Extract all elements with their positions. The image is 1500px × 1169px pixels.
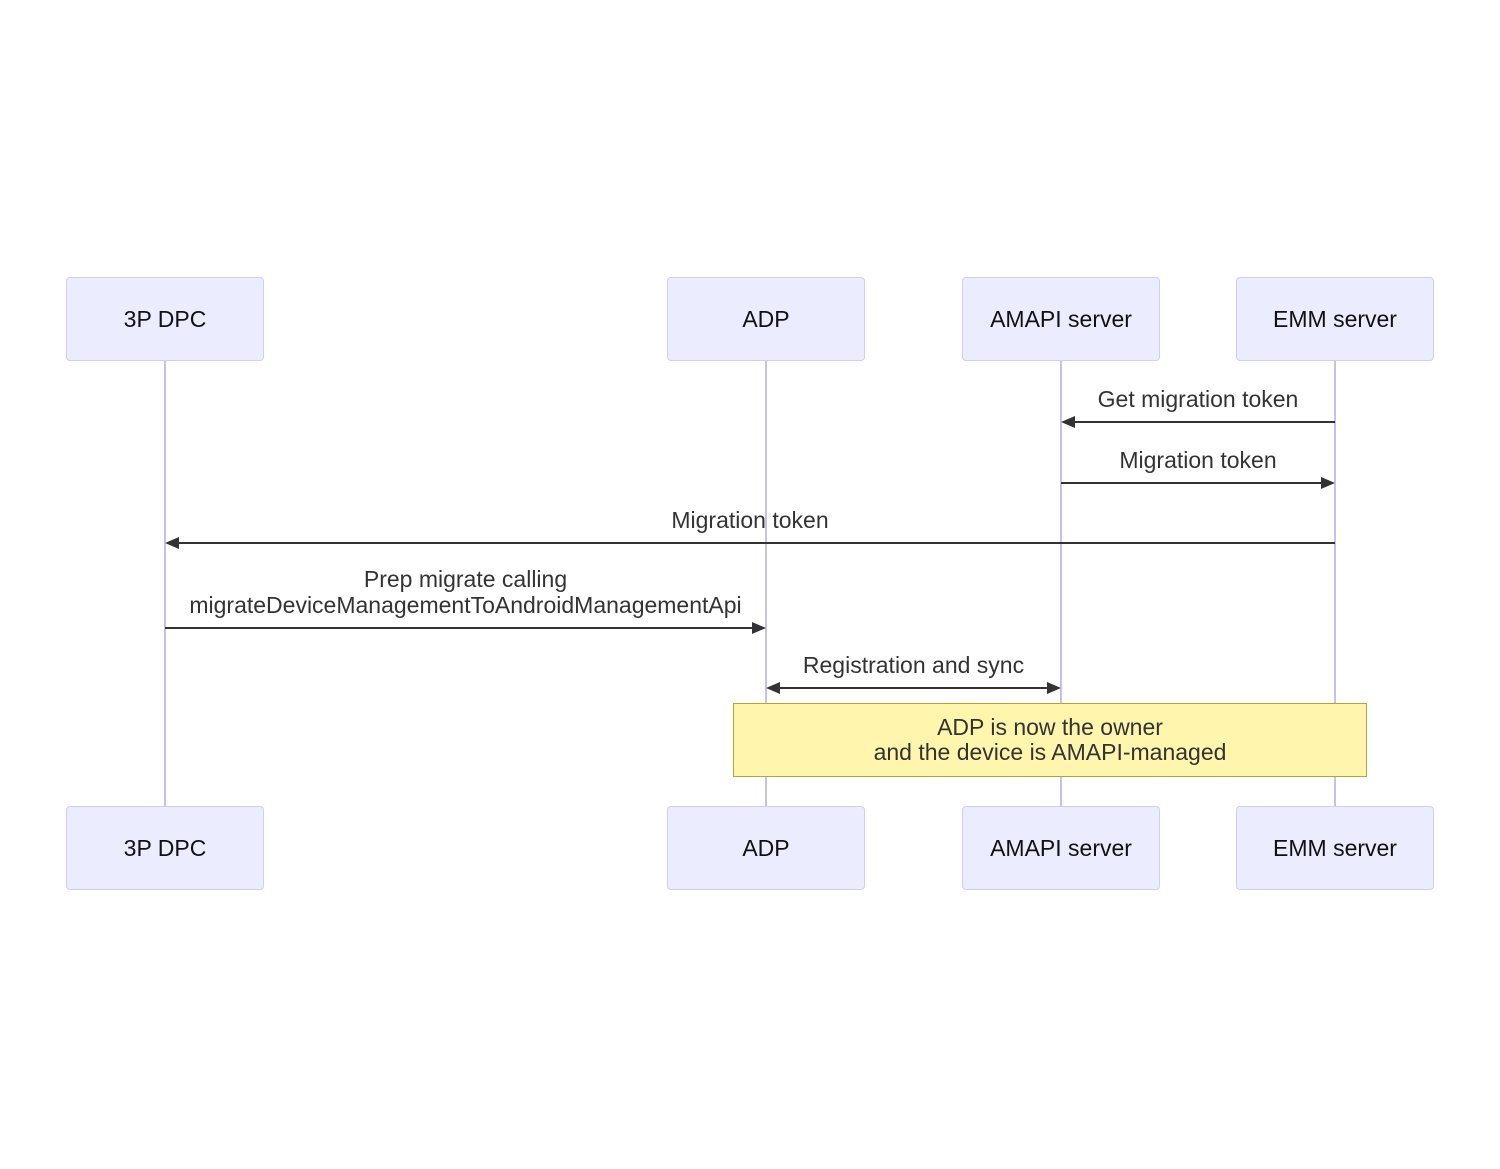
lifeline-adp	[765, 361, 767, 806]
participant-label: 3P DPC	[123, 305, 207, 332]
participant-label: ADP	[742, 834, 790, 861]
message-2-line	[1061, 482, 1321, 484]
message-5-arrowhead-right-icon	[1047, 682, 1061, 694]
participant-label: AMAPI server	[990, 305, 1132, 332]
message-3-arrowhead-left-icon	[165, 537, 179, 549]
note-line2: and the device is AMAPI-managed	[873, 739, 1227, 765]
message-4-line	[165, 627, 752, 629]
message-2-arrowhead-right-icon	[1321, 477, 1335, 489]
note-line1: ADP is now the owner	[937, 714, 1163, 740]
participant-amapi-server-bottom: AMAPI server	[962, 806, 1160, 890]
message-4-label-line1: Prep migrate calling	[363, 566, 568, 592]
participant-emm-server-top: EMM server	[1236, 277, 1434, 361]
message-3-label: Migration token	[671, 507, 829, 533]
message-5-label: Registration and sync	[802, 652, 1025, 678]
participant-3p-dpc-top: 3P DPC	[66, 277, 264, 361]
participant-label: EMM server	[1273, 305, 1397, 332]
participant-amapi-server-top: AMAPI server	[962, 277, 1160, 361]
participant-label: ADP	[742, 305, 790, 332]
message-1-line	[1075, 421, 1335, 423]
participant-label: EMM server	[1273, 834, 1397, 861]
message-2-label: Migration token	[1119, 447, 1277, 473]
participant-adp-top: ADP	[667, 277, 865, 361]
message-1-arrowhead-left-icon	[1061, 416, 1075, 428]
message-4-label-line2: migrateDeviceManagementToAndroidManageme…	[189, 592, 742, 618]
lifeline-amapi-server	[1060, 361, 1062, 806]
message-1-label: Get migration token	[1097, 386, 1299, 412]
participant-emm-server-bottom: EMM server	[1236, 806, 1434, 890]
lifeline-3p-dpc	[164, 361, 166, 806]
message-5-arrowhead-left-icon	[766, 682, 780, 694]
participant-label: AMAPI server	[990, 834, 1132, 861]
lifeline-emm-server	[1334, 361, 1336, 806]
message-5-line	[780, 687, 1047, 689]
note-adp-owner: ADP is now the owner and the device is A…	[733, 703, 1367, 777]
participant-adp-bottom: ADP	[667, 806, 865, 890]
message-4-arrowhead-right-icon	[752, 622, 766, 634]
participant-3p-dpc-bottom: 3P DPC	[66, 806, 264, 890]
message-3-line	[179, 542, 1335, 544]
participant-label: 3P DPC	[123, 834, 207, 861]
